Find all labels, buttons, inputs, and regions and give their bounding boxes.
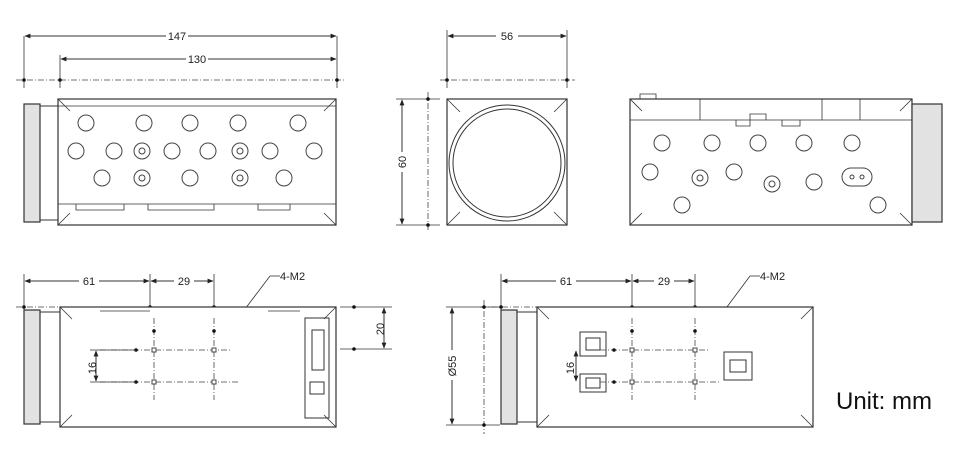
- thread-label-left: 4-M2: [280, 271, 305, 283]
- dim-29-left: 29: [178, 276, 190, 288]
- dim-diameter-55: Ø55: [447, 356, 459, 377]
- dim-147: 147: [168, 31, 186, 43]
- connector-block: [304, 317, 330, 419]
- dim-16-left: 16: [87, 362, 99, 374]
- bottom-left-view: 61 29 4-M2 16: [16, 271, 392, 428]
- bottom-right-view: 61 29 4-M2 Ø55: [444, 271, 814, 434]
- dim-56: 56: [501, 31, 513, 43]
- unit-label: Unit: mm: [836, 388, 932, 415]
- lens-outer: [448, 104, 566, 222]
- dim-61-left: 61: [83, 276, 95, 288]
- dim-60: 60: [397, 156, 409, 168]
- connector-lower: [579, 373, 607, 393]
- dim-61-right: 61: [560, 276, 572, 288]
- rear-view: [629, 93, 943, 226]
- dim-20: 20: [375, 323, 387, 335]
- connector-right: [723, 351, 753, 381]
- side-view: 56 60: [394, 29, 575, 232]
- dim-16-right: 16: [565, 362, 577, 374]
- dim-29-right: 29: [658, 276, 670, 288]
- lens-barrel: [23, 103, 41, 223]
- connector-upper: [579, 331, 607, 357]
- front-holes: [67, 114, 323, 187]
- dim-130: 130: [188, 54, 206, 66]
- front-view: 147 130: [16, 29, 345, 226]
- rear-holes: [641, 134, 887, 214]
- thread-label-right: 4-M2: [760, 271, 785, 283]
